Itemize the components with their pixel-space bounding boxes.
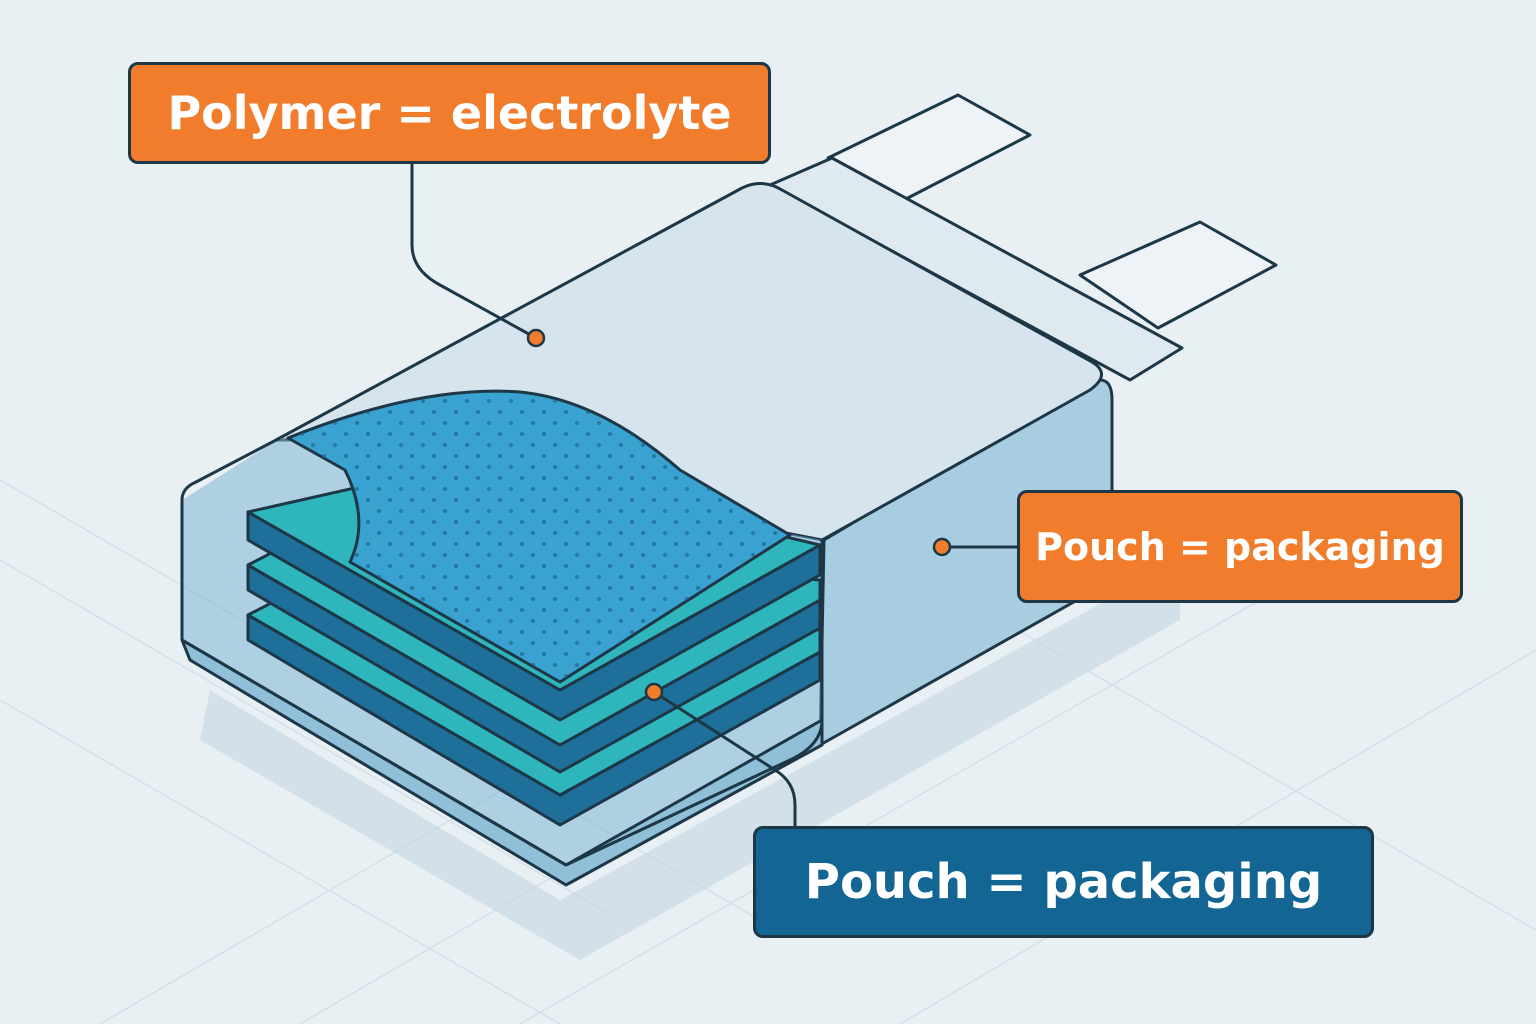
cutaway-outline	[180, 436, 824, 867]
label-polymer-text: Polymer = electrolyte	[167, 86, 732, 140]
label-pouch-right-text: Pouch = packaging	[1035, 524, 1445, 569]
label-polymer-electrolyte: Polymer = electrolyte	[128, 62, 771, 164]
label-pouch-packaging-right: Pouch = packaging	[1017, 490, 1463, 603]
callout-dot-icon	[932, 537, 952, 557]
electrolyte-texture	[288, 391, 790, 682]
label-pouch-bottom-text: Pouch = packaging	[804, 854, 1323, 910]
callout-line-polymer	[410, 164, 537, 340]
terminal-tab-lower	[1078, 220, 1278, 330]
callout-dot-icon	[526, 328, 546, 348]
callout-line-pouch-bottom	[653, 690, 797, 826]
cell-shadow	[200, 560, 1180, 960]
terminal-tabs	[826, 93, 1278, 330]
callout-dots	[526, 328, 952, 702]
callout-dot-icon	[644, 682, 664, 702]
label-pouch-packaging-bottom: Pouch = packaging	[753, 826, 1374, 938]
callout-lines	[410, 164, 1017, 826]
